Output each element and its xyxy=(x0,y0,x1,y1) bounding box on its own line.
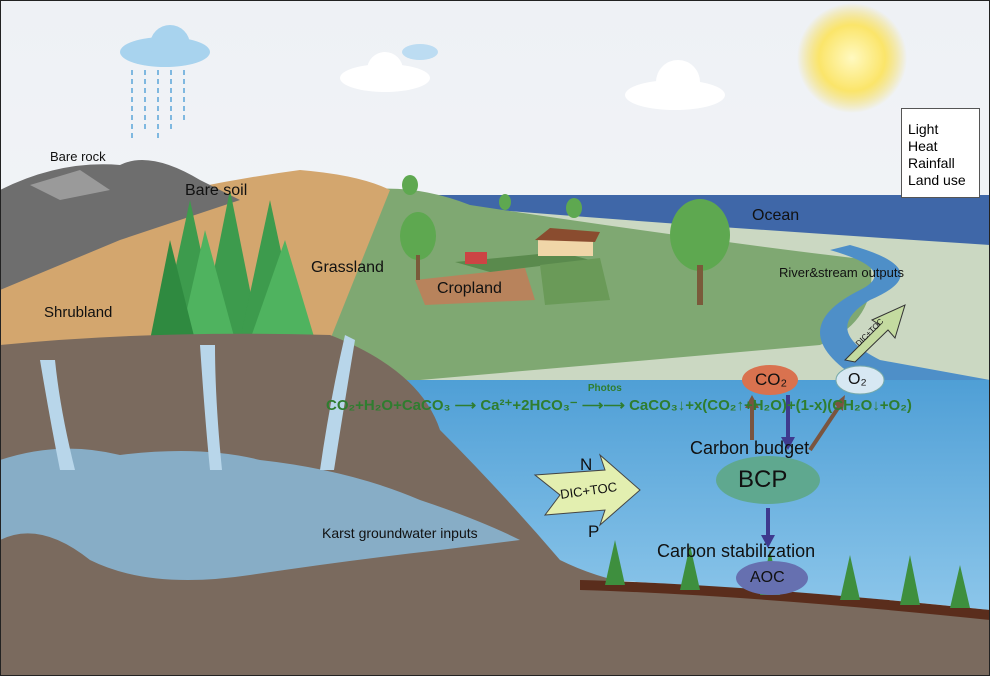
legend-item: Rainfall xyxy=(908,155,955,171)
label-bcp: BCP xyxy=(738,466,788,493)
photos-arrow: Photos⟶⟶ xyxy=(581,383,625,414)
label-karst-inputs: Karst groundwater inputs xyxy=(322,525,478,541)
label-aoc: AOC xyxy=(750,569,785,586)
legend-item: Land use xyxy=(908,172,966,188)
equation-reactants: CO₂+H₂O+CaCO₃ xyxy=(326,397,451,414)
equation-products: CaCO₃↓+x(CO₂↑+H₂O)+(1-x)(CH₂O↓+O₂) xyxy=(629,397,912,414)
o2-bubble xyxy=(835,365,885,395)
label-grassland: Grassland xyxy=(311,259,384,276)
cloud-icon xyxy=(340,52,430,92)
karst-carbon-equation: CO₂+H₂O+CaCO₃ ⟶ Ca²⁺+2HCO₃⁻ Photos⟶⟶ CaC… xyxy=(326,383,912,414)
label-bare-rock: Bare rock xyxy=(50,149,106,164)
label-p: P xyxy=(588,522,600,541)
label-carbon-budget: Carbon budget xyxy=(690,438,810,458)
cropland-field xyxy=(415,268,535,305)
sun-icon xyxy=(797,3,907,113)
dic-toc-small-arrow xyxy=(843,304,906,363)
tractor-icon xyxy=(465,252,487,264)
label-shrubland: Shrubland xyxy=(44,304,113,321)
co2-bubble xyxy=(742,365,798,395)
legend-box: Light Heat Rainfall Land use xyxy=(901,108,980,198)
bcp-ellipse xyxy=(716,456,820,504)
photos-label: Photos xyxy=(587,383,622,394)
cloud-icon xyxy=(625,60,725,110)
rain-icon xyxy=(131,70,185,140)
aquatic-plants xyxy=(605,540,970,608)
label-carbon-stabilization: Carbon stabilization xyxy=(657,541,816,561)
karst-bedrock xyxy=(0,333,990,676)
label-ocean: Ocean xyxy=(752,207,800,224)
label-cropland: Cropland xyxy=(437,280,502,297)
label-o2: O₂ xyxy=(848,371,867,388)
equation-intermediate: Ca²⁺+2HCO₃⁻ xyxy=(480,397,578,414)
legend-item: Light xyxy=(908,121,939,137)
label-river-outputs: River&stream outputs xyxy=(779,265,904,280)
legend-item: Heat xyxy=(908,138,938,154)
cloud-icon xyxy=(120,25,210,67)
dic-toc-arrow xyxy=(533,453,641,527)
groundwater xyxy=(0,448,520,580)
flux-arrows xyxy=(745,395,845,548)
arrow-icon: ⟶ xyxy=(454,397,477,414)
label-bare-soil: Bare soil xyxy=(185,182,248,199)
forest xyxy=(150,190,315,340)
label-n: N xyxy=(580,455,593,474)
label-co2: CO₂ xyxy=(755,370,788,389)
aoc-ellipse xyxy=(736,561,808,595)
farmhouse-icon xyxy=(535,228,600,256)
trees xyxy=(400,175,730,305)
